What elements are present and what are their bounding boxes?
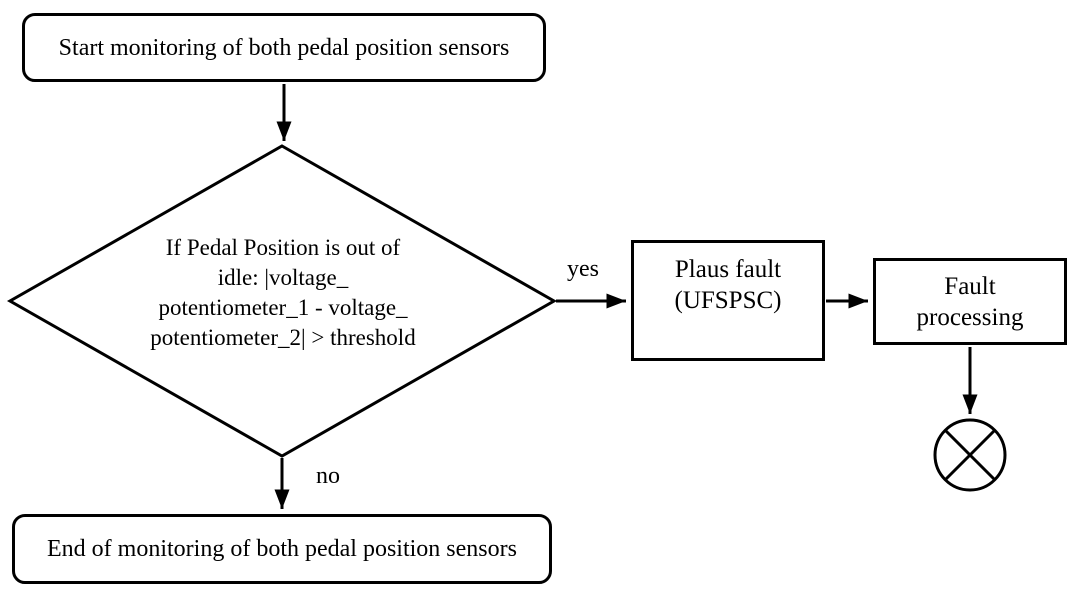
end-node: End of monitoring of both pedal position… bbox=[12, 514, 552, 584]
start-node: Start monitoring of both pedal position … bbox=[22, 13, 546, 82]
plaus-fault-label-line-1: Plaus fault bbox=[674, 256, 782, 283]
yes-edge-label: yes bbox=[567, 256, 599, 282]
fault-processing-label-line-2: processing bbox=[916, 303, 1024, 331]
no-edge-label: no bbox=[316, 463, 340, 489]
decision-label-line-2: idle: |voltage_ bbox=[217, 265, 349, 290]
decision-diamond-shape bbox=[6, 144, 558, 458]
crossed-circle-icon bbox=[933, 418, 1007, 492]
decision-label-line-3: potentiometer_1 - voltage_ bbox=[158, 295, 408, 320]
plaus-fault-label-line-2: (UFSPSC) bbox=[674, 287, 782, 314]
fault-processing-node: Fault processing bbox=[873, 258, 1067, 345]
end-node-label: End of monitoring of both pedal position… bbox=[47, 536, 517, 562]
decision-label-line-4: potentiometer_2| > threshold bbox=[150, 325, 416, 350]
decision-node-label: If Pedal Position is out of idle: |volta… bbox=[90, 233, 476, 353]
decision-label-line-1: If Pedal Position is out of bbox=[165, 235, 401, 260]
start-node-label: Start monitoring of both pedal position … bbox=[58, 34, 510, 61]
plaus-fault-node: Plaus fault (UFSPSC) bbox=[631, 240, 825, 361]
fault-processing-label-line-1: Fault bbox=[944, 272, 996, 300]
